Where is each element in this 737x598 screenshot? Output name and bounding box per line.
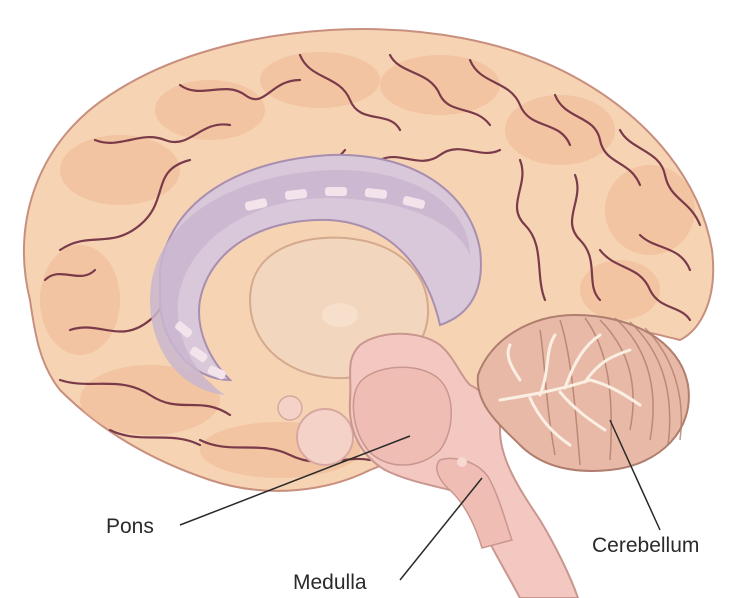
pituitary <box>297 409 353 465</box>
interthalamic-adhesion <box>322 303 358 327</box>
cerebellum-label: Cerebellum <box>592 535 699 556</box>
medulla-nucleus <box>457 457 467 467</box>
mammillary-body <box>278 396 302 420</box>
pons-label: Pons <box>106 516 154 537</box>
pons <box>353 367 451 465</box>
medulla-label: Medulla <box>293 572 367 593</box>
medulla-leader-line <box>400 478 482 580</box>
cerebellum <box>478 315 689 471</box>
